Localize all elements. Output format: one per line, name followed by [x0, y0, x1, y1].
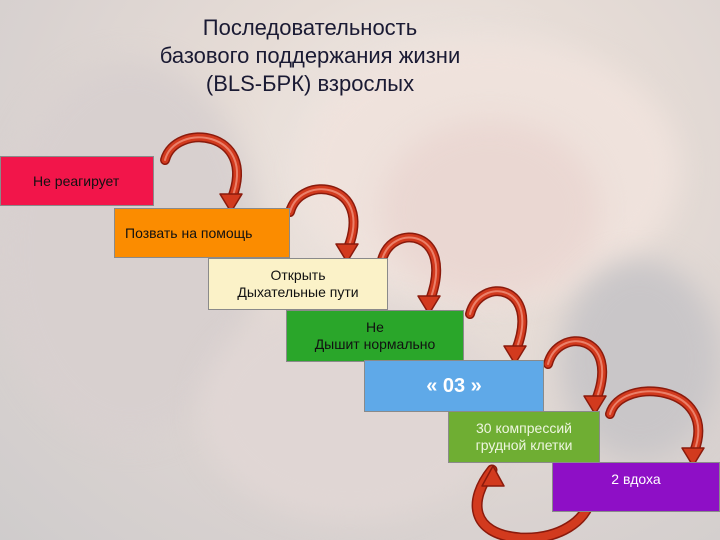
background-photo-shape	[380, 120, 600, 300]
slide-title: Последовательность базового поддержания …	[95, 14, 525, 98]
curved-arrow-icon	[377, 232, 442, 315]
curved-arrow-icon	[605, 386, 705, 467]
step-label-line-1: 2 вдоха	[611, 471, 661, 487]
step-label-line-2: Дышит нормально	[314, 336, 436, 352]
step-label-line-2: грудной клетки	[475, 437, 573, 453]
curved-arrow-icon	[543, 336, 608, 415]
step-open-airway: Открыть Дыхательные пути	[208, 258, 388, 310]
step-30-chest-compressions: 30 компрессий грудной клетки	[448, 411, 600, 463]
title-line-3: (BLS-БРК) взрослых	[205, 71, 415, 96]
step-2-breaths: 2 вдоха	[552, 462, 720, 512]
curved-arrow-icon	[160, 132, 243, 213]
step-call-03: « 03 »	[364, 360, 544, 412]
step-label-line-1: « 03 »	[426, 375, 482, 397]
step-not-breathing-normally: Не Дышит нормально	[286, 310, 464, 362]
step-no-response: Не реагирует	[0, 156, 154, 206]
curved-arrow-icon	[285, 184, 359, 263]
title-line-1: Последовательность	[202, 15, 418, 40]
curved-arrow-icon	[465, 286, 528, 365]
step-label-line-1: Не реагирует	[33, 172, 120, 189]
step-label-line-1: Не	[366, 319, 384, 335]
step-call-for-help: Позвать на помощь	[114, 208, 290, 258]
step-label-line-1: Открыть	[270, 267, 326, 283]
cycle-arrow-icon	[471, 464, 596, 540]
step-label-line-1: Позвать на помощь	[125, 224, 253, 241]
title-line-2: базового поддержания жизни	[159, 43, 461, 68]
step-label-line-2: Дыхательные пути	[237, 284, 359, 300]
step-label-line-1: 30 компрессий	[476, 420, 572, 436]
